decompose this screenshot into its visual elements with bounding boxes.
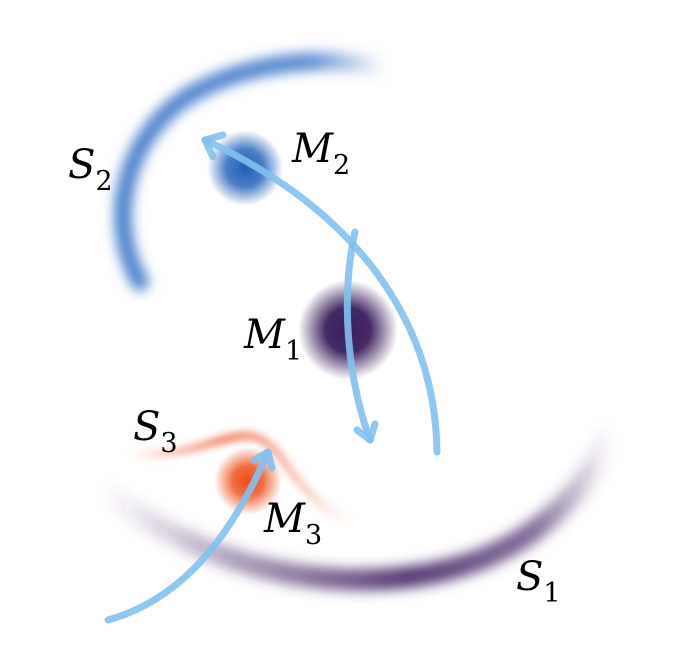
arrow-long — [201, 136, 441, 456]
label-s2: S2 — [68, 142, 113, 197]
arrow-up — [104, 448, 272, 624]
arrows — [104, 131, 441, 624]
arrow-down-head — [353, 420, 379, 444]
label-s3: S3 — [133, 404, 178, 459]
m2-blob — [207, 130, 283, 206]
label-m1: M1 — [243, 312, 302, 367]
label-m3: M3 — [263, 496, 322, 551]
s2-curve — [113, 52, 394, 291]
arrow-long-head — [201, 131, 227, 161]
arrow-down — [343, 228, 374, 444]
label-s1: S1 — [516, 554, 561, 609]
label-m2: M2 — [291, 126, 350, 181]
s1-curve — [94, 427, 621, 591]
arrow-up-head — [250, 448, 276, 472]
s3-curve — [126, 432, 354, 524]
